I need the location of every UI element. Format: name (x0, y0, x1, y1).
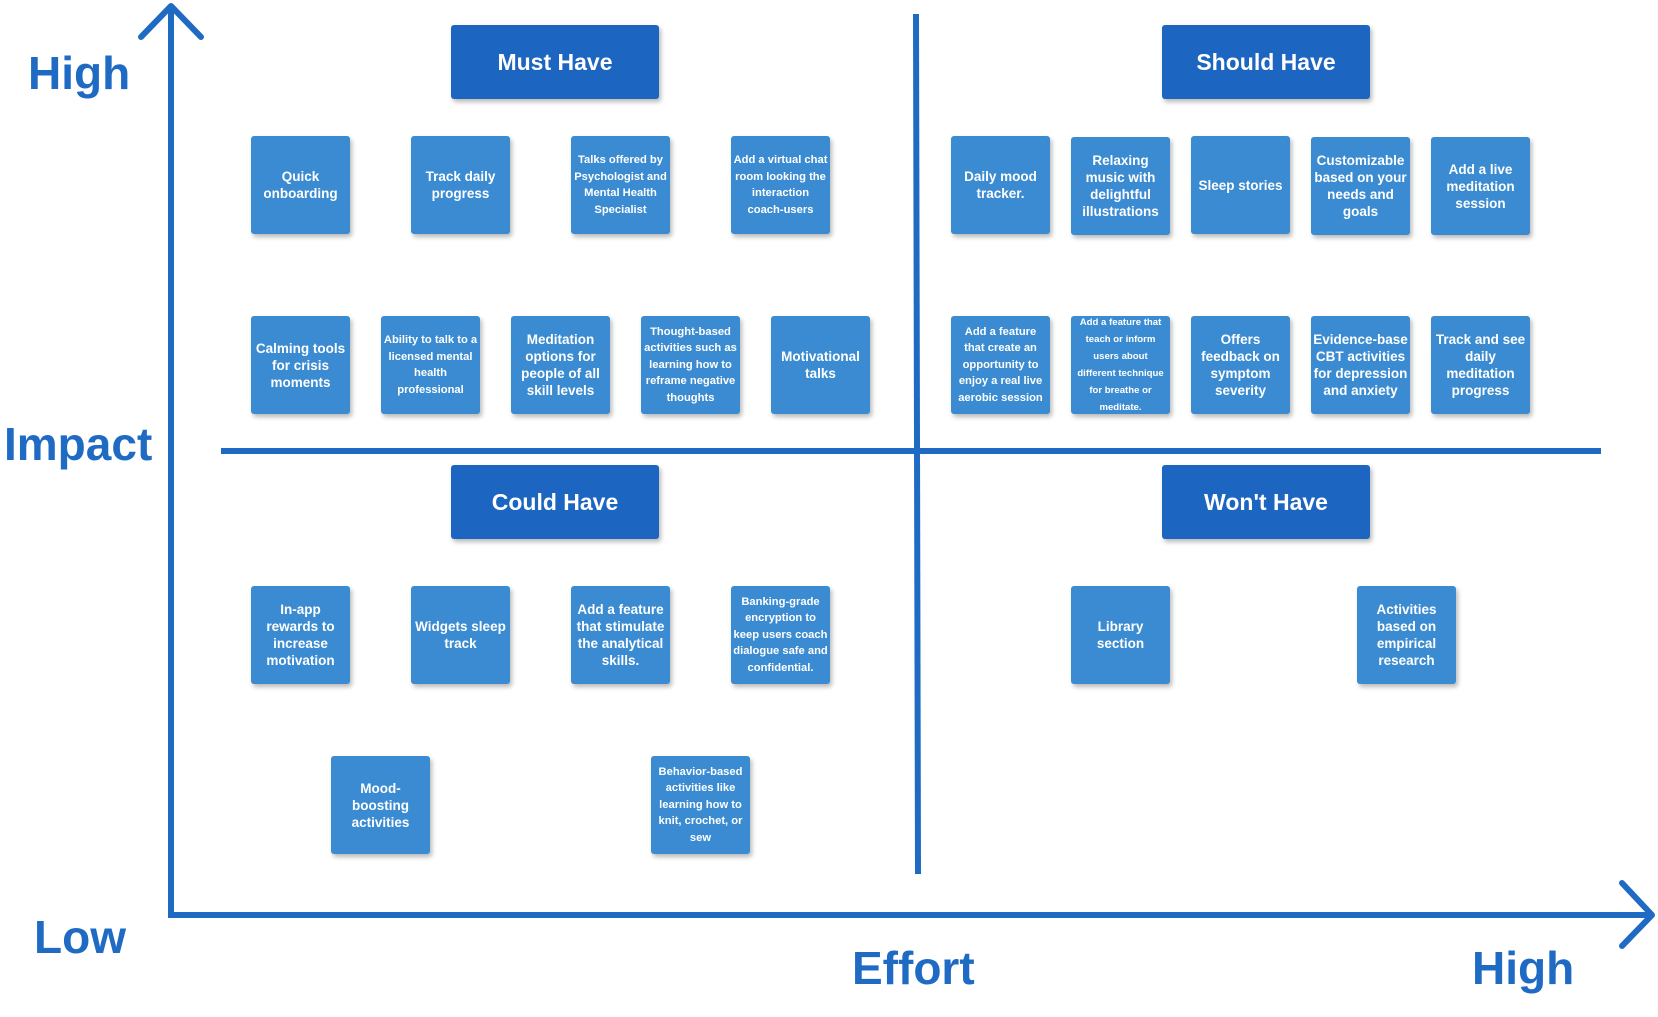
could-have-card: Banking-grade encryption to keep users c… (731, 586, 830, 684)
x-axis-arrowhead (1619, 880, 1655, 949)
could-have-header: Could Have (451, 465, 659, 539)
should-have-card: Daily mood tracker. (951, 136, 1050, 234)
could-have-card: Mood-boosting activities (331, 756, 430, 854)
must-have-header: Must Have (451, 25, 659, 99)
wont-have-header: Won't Have (1162, 465, 1370, 539)
x-axis-title: Effort (852, 942, 975, 994)
should-have-card: Offers feedback on symptom severity (1191, 316, 1290, 414)
wont-have-card: Activities based on empirical research (1357, 586, 1456, 684)
should-have-card: Evidence-base CBT activities for depress… (1311, 316, 1410, 414)
must-have-card: Meditation options for people of all ski… (511, 316, 610, 414)
y-axis-high-label: High (28, 47, 131, 99)
should-have-card: Sleep stories (1191, 136, 1290, 234)
should-have-card: Add a feature that create an opportunity… (951, 316, 1050, 414)
must-have-card: Talks offered by Psychologist and Mental… (571, 136, 670, 234)
could-have-card: Widgets sleep track (411, 586, 510, 684)
y-axis-arrowhead (138, 3, 204, 40)
must-have-card: Motivational talks (771, 316, 870, 414)
y-axis-title: Impact (4, 418, 153, 470)
should-have-card: Add a feature that teach or inform users… (1071, 316, 1170, 414)
must-have-card: Ability to talk to a licensed mental hea… (381, 316, 480, 414)
should-have-card: Track and see daily meditation progress (1431, 316, 1530, 414)
must-have-card: Quick onboarding (251, 136, 350, 234)
must-have-card: Track daily progress (411, 136, 510, 234)
y-axis-low-label: Low (34, 911, 126, 963)
should-have-card: Relaxing music with delightful illustrat… (1071, 137, 1170, 235)
could-have-card: In-app rewards to increase motivation (251, 586, 350, 684)
must-have-card: Add a virtual chat room looking the inte… (731, 136, 830, 234)
vertical-divider (913, 13, 921, 875)
could-have-card: Behavior-based activities like learning … (651, 756, 750, 854)
should-have-header: Should Have (1162, 25, 1370, 99)
must-have-card: Calming tools for crisis moments (251, 316, 350, 414)
should-have-card: Add a live meditation session (1431, 137, 1530, 235)
must-have-card: Thought-based activities such as learnin… (641, 316, 740, 414)
could-have-card: Add a feature that stimulate the analyti… (571, 586, 670, 684)
x-axis-high-label: High (1472, 942, 1575, 994)
should-have-card: Customizable based on your needs and goa… (1311, 137, 1410, 235)
wont-have-card: Library section (1071, 586, 1170, 684)
